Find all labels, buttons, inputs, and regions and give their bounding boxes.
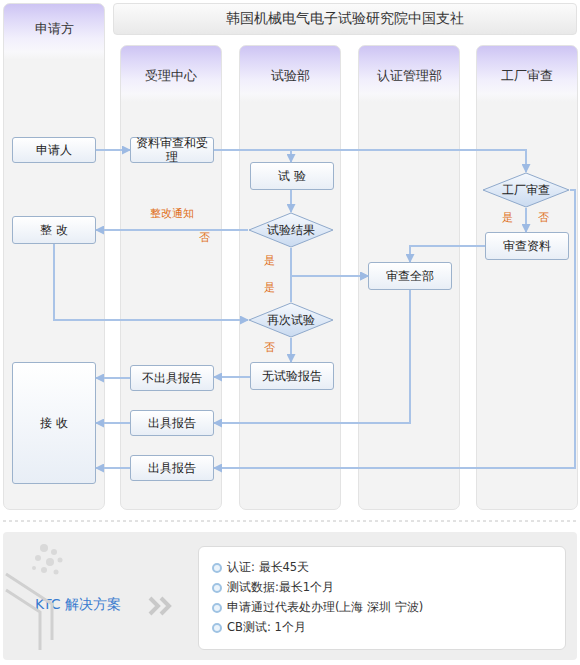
process-box: 申请人: [12, 137, 96, 163]
box-text: 试 验: [278, 169, 306, 183]
box-text: 无试验报告: [262, 369, 322, 383]
box-text: 审查资料: [503, 239, 551, 253]
flow-arrow: [54, 244, 248, 320]
process-box: 无试验报告: [250, 362, 334, 390]
solution-panel: KTC 解决方案 认证: 最长45天测试数据:最长1个月申请通过代表处办理(上海 …: [3, 532, 577, 660]
decision-diamond: 工厂审查: [482, 172, 570, 208]
box-text: 出具报告: [148, 461, 196, 475]
flow-arrow: [96, 467, 130, 469]
lane-title: 认证管理部: [359, 68, 459, 84]
chevron-symbol: [150, 598, 169, 614]
box-text: 审查全部: [386, 269, 434, 283]
box-text: 申请人: [36, 143, 72, 157]
logo-shape: [6, 574, 52, 650]
process-box: 接 收: [12, 362, 96, 484]
flow-arrow: [214, 150, 291, 162]
flow-arrow: [96, 422, 130, 424]
swimlane: 工厂审查工厂审查审查资料: [476, 45, 578, 510]
box-text: 工厂审查: [502, 183, 550, 197]
title-bar: 韩国机械电气电子试验研究院中国支社: [113, 3, 577, 35]
flow-arrow: [214, 290, 410, 423]
decision-diamond: 再次试验: [248, 302, 334, 338]
flow-arrow: [96, 149, 130, 151]
flow-arrow: [291, 276, 368, 302]
decision-diamond: 试验结果: [248, 212, 334, 248]
flow-arrow: [290, 338, 292, 362]
swimlane: 试验部试 验试验结果再次试验无试验报告: [239, 45, 341, 510]
box-text: 不出具报告: [142, 371, 202, 385]
process-box: 不出具报告: [130, 365, 214, 391]
diamond-shape: [249, 213, 333, 247]
box-text: 整 改: [40, 223, 68, 237]
process-box: 整 改: [12, 216, 96, 244]
process-box: 资料审查和受理: [130, 137, 214, 163]
dot-cluster: [32, 544, 63, 575]
flow-arrow: [96, 229, 248, 231]
flow-arrow: [96, 377, 130, 379]
box-text: 试验结果: [267, 223, 315, 237]
diamond-shape: [483, 173, 569, 207]
process-box: 审查资料: [485, 232, 569, 260]
box-text: 资料审查和受理: [131, 136, 213, 164]
box-text: 再次试验: [267, 313, 315, 327]
diagram-title: 韩国机械电气电子试验研究院中国支社: [226, 10, 464, 28]
flow-arrow: [214, 376, 250, 378]
info-line: 认证: 最长45天: [199, 557, 565, 577]
flow-arrow: [525, 208, 527, 232]
lane-title: 试验部: [240, 68, 340, 84]
info-line: 测试数据:最长1个月: [199, 577, 565, 597]
lane-title: 申请方: [4, 21, 104, 37]
flow-arrow: [214, 150, 526, 172]
flow-arrow: [214, 190, 575, 468]
diamond-shape: [249, 303, 333, 337]
info-box: 认证: 最长45天测试数据:最长1个月申请通过代表处办理(上海 深圳 宁波)CB…: [198, 546, 566, 650]
process-box: 出具报告: [130, 455, 214, 481]
swimlane: 申请方申请人整 改接 收: [3, 3, 105, 510]
process-box: 审查全部: [368, 262, 452, 290]
process-box: 出具报告: [130, 410, 214, 436]
swimlane: 认证管理部审查全部: [358, 45, 460, 510]
lane-title: 工厂审查: [477, 68, 577, 84]
flow-arrow: [290, 190, 292, 212]
info-line: 申请通过代表处办理(上海 深圳 宁波): [199, 597, 565, 617]
process-box: 试 验: [250, 162, 334, 190]
info-line: CB测试: 1个月: [199, 617, 565, 637]
flow-arrow: [410, 246, 485, 262]
panel-heading: KTC 解决方案: [35, 596, 121, 614]
flow-arrow: [291, 248, 368, 276]
lane-title: 受理中心: [121, 68, 221, 84]
separator-line: [3, 521, 577, 522]
box-text: 出具报告: [148, 416, 196, 430]
box-text: 接 收: [40, 416, 68, 430]
swimlane: 受理中心资料审查和受理不出具报告出具报告出具报告: [120, 45, 222, 510]
